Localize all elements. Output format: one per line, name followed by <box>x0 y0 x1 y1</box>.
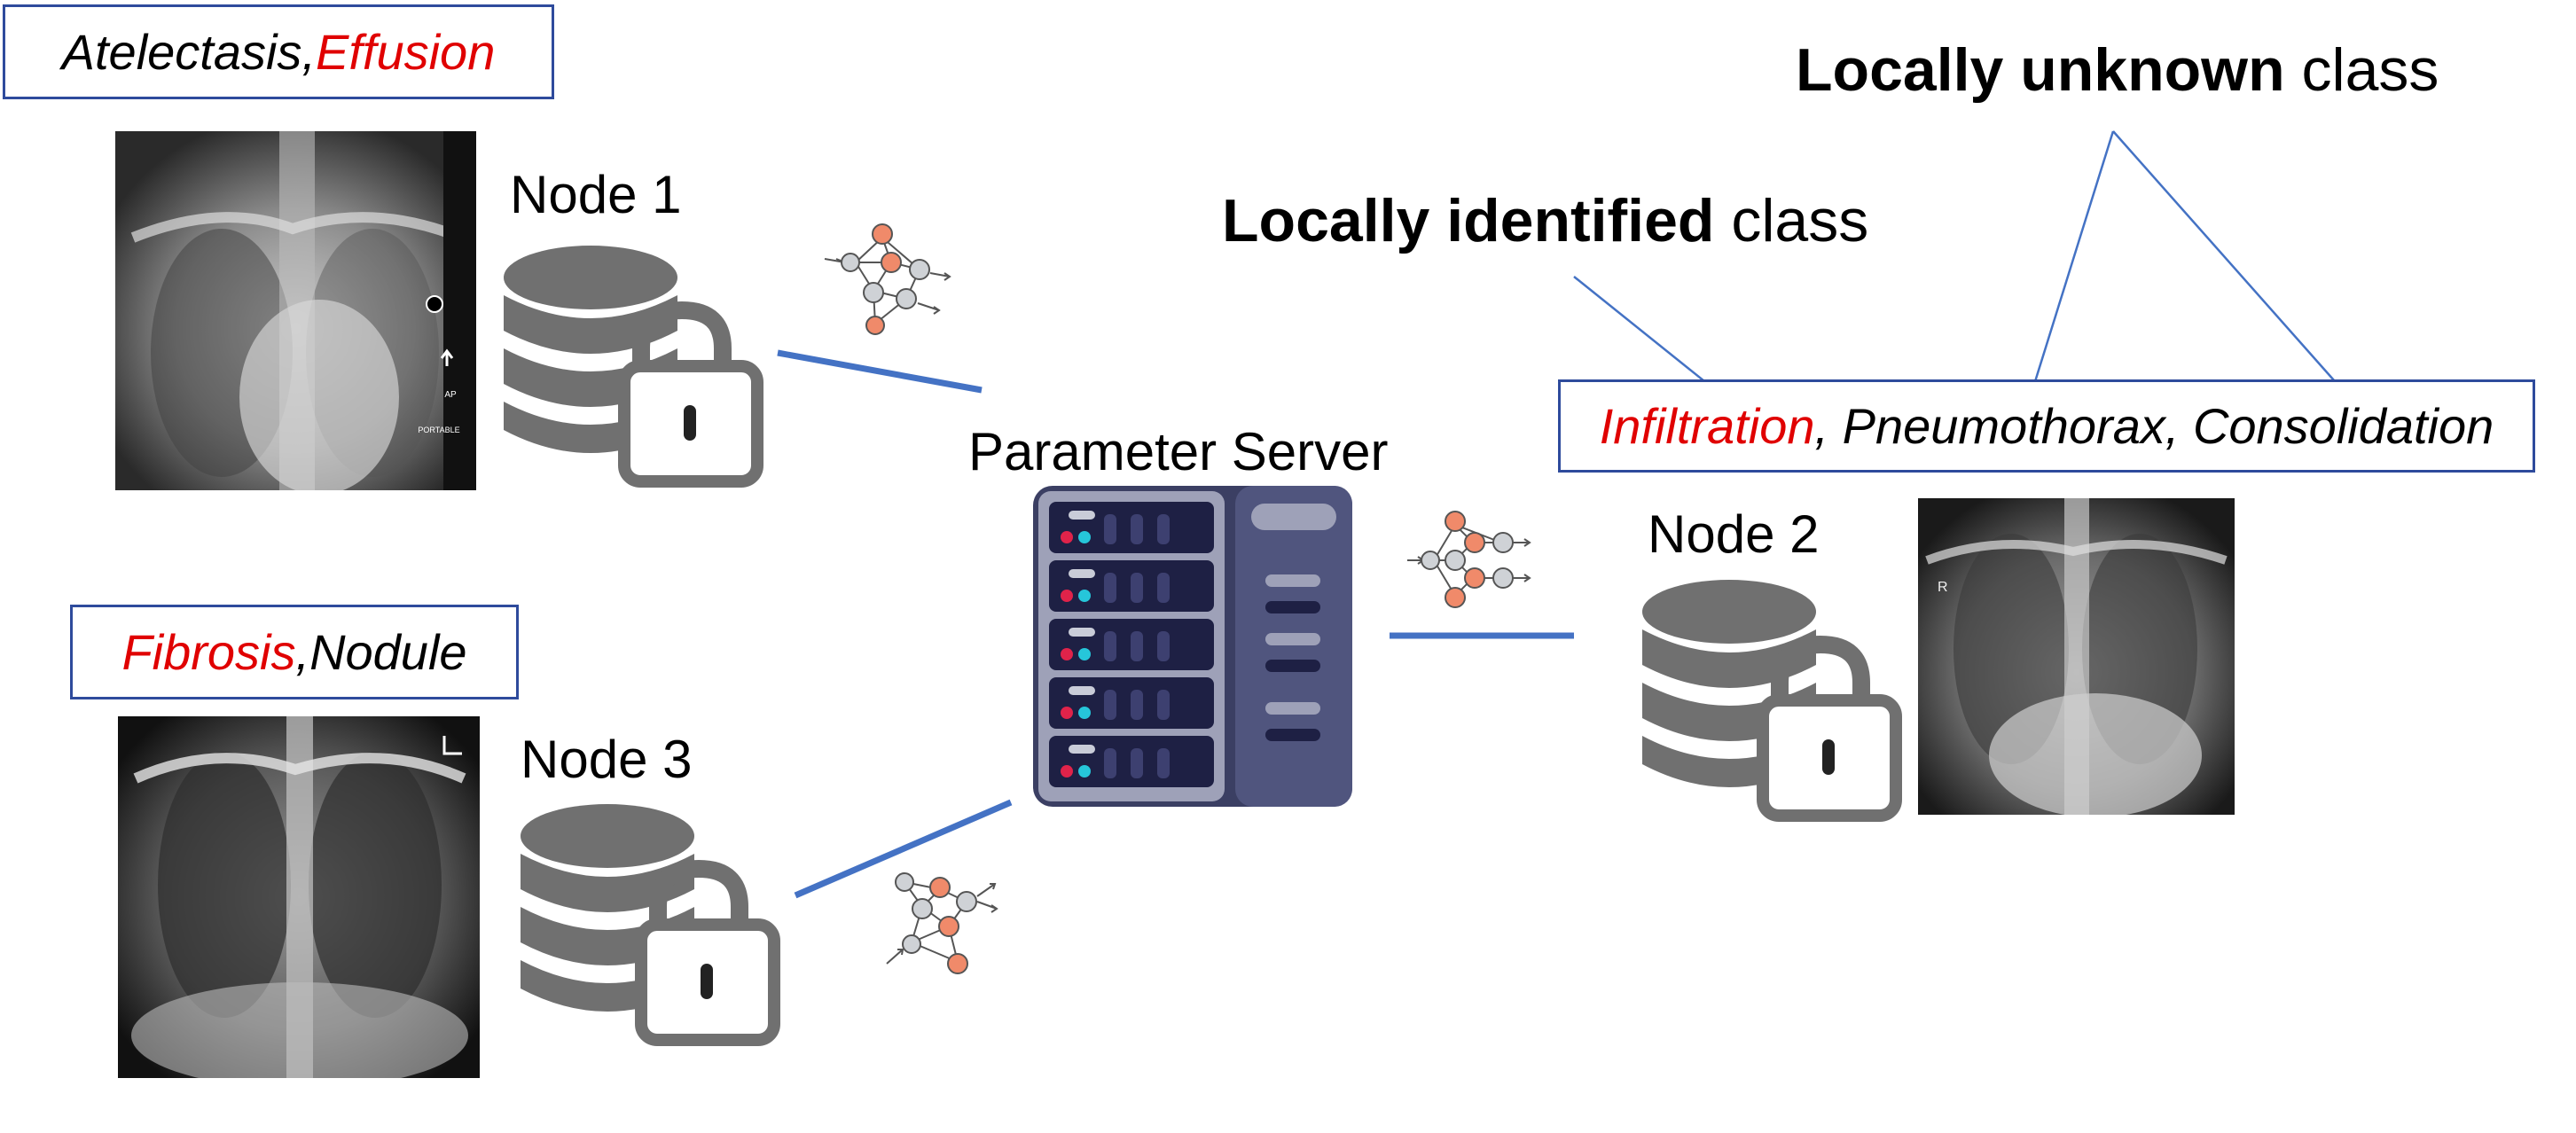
database-lock-icon <box>521 804 780 1046</box>
node2-class-2: , Pneumothorax, Consolidation <box>1814 398 2494 454</box>
node3-class-label: Fibrosis, Nodule <box>70 605 519 699</box>
annotation-locally-unknown: Locally unknown class <box>1796 35 2439 105</box>
node1-xray-image: AP PORTABLE <box>115 131 476 490</box>
node3-class-1: Fibrosis <box>121 624 296 680</box>
neural-network-icon <box>824 223 951 335</box>
arrow-unknown-pneumothorax <box>2030 130 2115 392</box>
annotation-identified-bold: Locally identified <box>1222 187 1715 254</box>
node3-xray-image <box>118 716 480 1078</box>
annotation-unknown-bold: Locally unknown <box>1796 36 2285 104</box>
neural-network-icon <box>886 872 998 974</box>
node1-class-2: Effusion <box>316 24 496 80</box>
node1-title: Node 1 <box>510 165 682 224</box>
server-rack-icon <box>1033 486 1352 807</box>
node2-class-label: Infiltration, Pneumothorax, Consolidatio… <box>1558 379 2535 473</box>
node3-class-sep: , <box>295 624 310 680</box>
arrow-unknown-consolidation <box>2112 130 2350 398</box>
database-lock-icon <box>1642 580 1902 822</box>
neural-network-icon <box>1407 511 1531 608</box>
node1-class-1: Atelectasis <box>61 24 302 80</box>
annotation-unknown-rest: class <box>2284 36 2439 104</box>
link-node3-server <box>794 799 1013 899</box>
server-unit <box>1049 502 1214 553</box>
node3-class-2: Nodule <box>309 624 467 680</box>
database-lock-icon <box>504 246 763 488</box>
node2-title: Node 2 <box>1648 504 1820 564</box>
node3-title: Node 3 <box>521 730 693 789</box>
link-node1-server <box>777 349 983 394</box>
arrow-identified-infiltration <box>1573 276 1719 394</box>
xray-mark-r: R <box>1938 580 1948 595</box>
node1-class-label: Atelectasis, Effusion <box>3 4 554 99</box>
annotation-identified-rest: class <box>1714 187 1869 254</box>
xray-mark-ap: AP <box>444 390 457 400</box>
node2-xray-image: R <box>1918 498 2235 815</box>
xray-mark-portable: PORTABLE <box>418 426 459 434</box>
node1-class-sep: , <box>301 24 316 80</box>
annotation-locally-identified: Locally identified class <box>1222 186 1868 255</box>
node2-class-1: Infiltration <box>1599 398 1815 454</box>
server-title: Parameter Server <box>968 422 1389 481</box>
